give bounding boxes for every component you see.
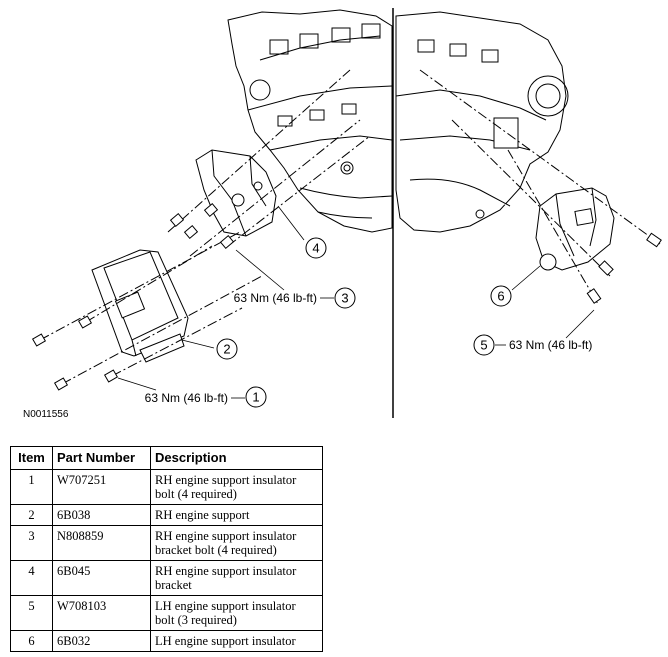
- row-part-number: W707251: [52, 469, 151, 505]
- callout-1-torque: 63 Nm (46 lb-ft): [145, 391, 228, 405]
- rh-engine-block-drawing: [227, 9, 393, 233]
- callout-1: 63 Nm (46 lb-ft) 1: [117, 377, 267, 408]
- row-item: 5: [10, 595, 53, 631]
- callout-3-number: 3: [341, 291, 348, 306]
- row-item: 3: [10, 525, 53, 561]
- header-description: Description: [150, 446, 323, 470]
- table-row: 5 W708103 LH engine support insulator bo…: [10, 595, 323, 631]
- table-row: 3 N808859 RH engine support insulator br…: [10, 525, 323, 561]
- lh-bolts-drawing: [419, 69, 662, 305]
- rh-insulator-bracket-drawing: [195, 149, 277, 237]
- row-description: LH engine support insulator: [150, 630, 323, 652]
- row-description: RH engine support insulator bolt (4 requ…: [150, 469, 323, 505]
- row-description: LH engine support insulator bolt (3 requ…: [150, 595, 323, 631]
- callout-1-number: 1: [252, 390, 259, 405]
- callout-5: 5 63 Nm (46 lb-ft): [473, 309, 595, 356]
- row-part-number: N808859: [52, 525, 151, 561]
- header-item: Item: [10, 446, 53, 470]
- row-item: 2: [10, 504, 53, 526]
- table-header-row: Item Part Number Description: [10, 446, 323, 470]
- row-part-number: 6B045: [52, 560, 151, 596]
- callout-6: 6: [490, 265, 541, 307]
- table-row: 1 W707251 RH engine support insulator bo…: [10, 469, 323, 505]
- callout-4-number: 4: [312, 241, 319, 256]
- table-row: 6 6B032 LH engine support insulator: [10, 630, 323, 652]
- table-row: 4 6B045 RH engine support insulator brac…: [10, 560, 323, 596]
- row-item: 1: [10, 469, 53, 505]
- callout-3-torque: 63 Nm (46 lb-ft): [234, 291, 317, 305]
- callout-2-number: 2: [223, 342, 230, 357]
- callout-6-number: 6: [497, 289, 504, 304]
- rh-engine-support-drawing: [91, 249, 189, 363]
- engine-mount-illustration: 4 63 Nm (46 lb-ft) 3 2 63 Nm (46 lb-ft) …: [23, 8, 662, 420]
- callout-5-torque: 63 Nm (46 lb-ft): [509, 338, 592, 352]
- table-row: 2 6B038 RH engine support: [10, 504, 323, 526]
- row-item: 6: [10, 630, 53, 652]
- row-description: RH engine support insulator bracket bolt…: [150, 525, 323, 561]
- callout-5-number: 5: [480, 338, 487, 353]
- callout-4: 4: [277, 205, 327, 259]
- lh-insulator-drawing: [535, 187, 615, 271]
- row-part-number: 6B032: [52, 630, 151, 652]
- row-description: RH engine support: [150, 504, 323, 526]
- row-description: RH engine support insulator bracket: [150, 560, 323, 596]
- callout-2: 2: [181, 338, 238, 360]
- header-part-number: Part Number: [52, 446, 151, 470]
- parts-table: Item Part Number Description 1 W707251 R…: [10, 446, 323, 652]
- rh-bolts-drawing: [31, 69, 371, 391]
- figure-id: N0011556: [23, 409, 69, 420]
- row-item: 4: [10, 560, 53, 596]
- row-part-number: 6B038: [52, 504, 151, 526]
- row-part-number: W708103: [52, 595, 151, 631]
- lh-engine-block-drawing: [395, 11, 569, 233]
- callout-3: 63 Nm (46 lb-ft) 3: [234, 249, 356, 309]
